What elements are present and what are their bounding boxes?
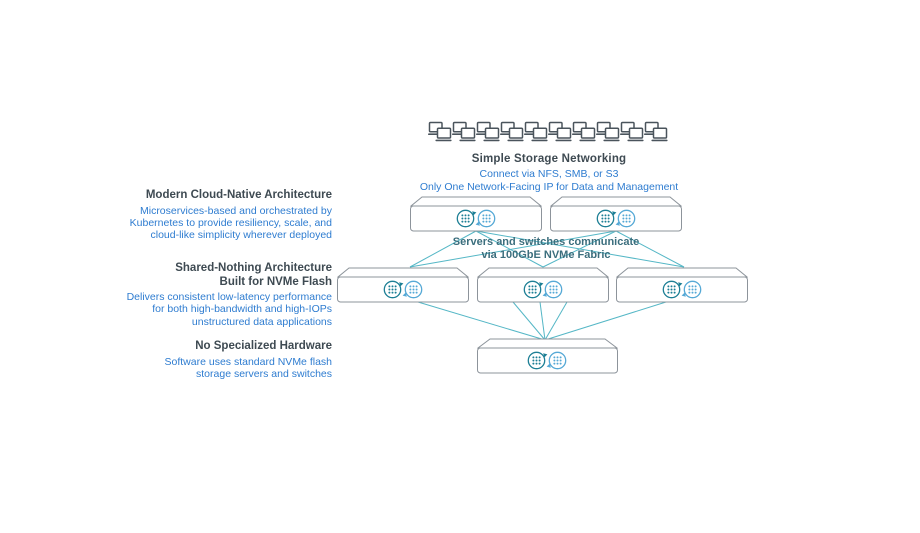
dual-monitor-icon — [500, 121, 524, 142]
storage-networking-title: Simple Storage Networking — [471, 153, 627, 165]
feature-shared-nothing: Shared-Nothing Architecture Built for NV… — [97, 262, 332, 328]
storage-networking-line1: Connect via NFS, SMB, or S3 — [479, 168, 619, 180]
client-computers-row — [428, 121, 668, 142]
dual-monitor-icon — [452, 121, 476, 142]
server-node-2 — [477, 267, 609, 308]
dual-monitor-icon — [548, 121, 572, 142]
switch-node-2 — [550, 196, 682, 237]
switch-to-server-links — [409, 230, 685, 268]
switch-node-1 — [410, 196, 542, 237]
feature-no-specialized-hw-body: Software uses standard NVMe flash storag… — [164, 355, 333, 380]
server-to-storage-links — [417, 301, 667, 341]
fabric-note: Servers and switches communicate via 100… — [396, 236, 696, 262]
server-node-1 — [337, 267, 469, 308]
storage-node — [477, 338, 618, 379]
feature-no-specialized-hw: No Specialized Hardware Software uses st… — [97, 340, 333, 380]
storage-networking-note: Simple Storage Networking Connect via NF… — [399, 153, 699, 193]
feature-shared-nothing-title: Shared-Nothing Architecture Built for NV… — [175, 262, 332, 288]
dual-monitor-icon — [620, 121, 644, 142]
feature-cloud-native-title: Modern Cloud-Native Architecture — [145, 189, 332, 201]
storage-networking-line2: Only One Network-Facing IP for Data and … — [419, 180, 679, 193]
feature-no-specialized-hw-title: No Specialized Hardware — [195, 340, 332, 352]
dual-monitor-icon — [596, 121, 620, 142]
dual-monitor-icon — [572, 121, 596, 142]
fabric-note-text: Servers and switches communicate via 100… — [452, 236, 640, 261]
feature-shared-nothing-body: Delivers consistent low-latency performa… — [126, 291, 332, 328]
feature-cloud-native-body: Microservices-based and orchestrated by … — [129, 204, 332, 242]
dual-monitor-icon — [524, 121, 548, 142]
server-node-3 — [616, 267, 748, 308]
dual-monitor-icon — [644, 121, 668, 142]
feature-cloud-native: Modern Cloud-Native Architecture Microse… — [97, 189, 332, 242]
dual-monitor-icon — [476, 121, 500, 142]
dual-monitor-icon — [428, 121, 452, 142]
